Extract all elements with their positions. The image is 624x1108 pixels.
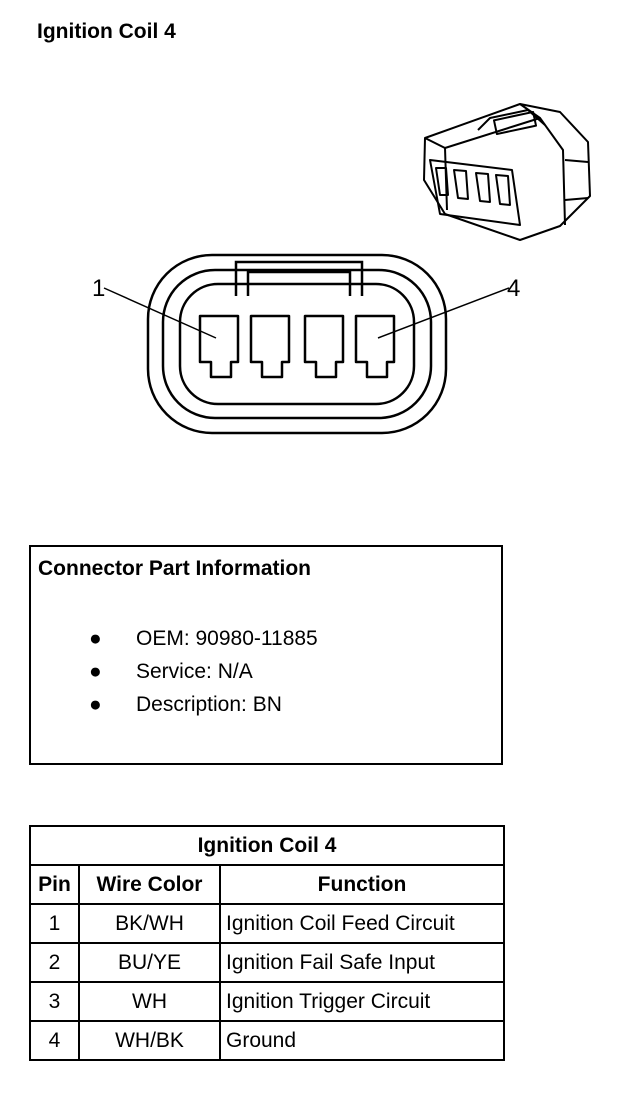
pin-function: Ignition Trigger Circuit <box>219 981 505 1022</box>
pin-function: Ignition Fail Safe Input <box>219 942 505 983</box>
pin-4-leader-line <box>377 287 510 339</box>
table-row: 4 WH/BK Ground <box>29 1020 505 1061</box>
pin-4-label: 4 <box>507 275 520 302</box>
table-title: Ignition Coil 4 <box>29 825 505 866</box>
pin-leader-lines <box>103 287 510 339</box>
pin-number: 4 <box>29 1020 80 1061</box>
wire-color: WH <box>78 981 221 1022</box>
table-row: 2 BU/YE Ignition Fail Safe Input <box>29 942 505 983</box>
terminal-cavity <box>354 314 396 379</box>
connector-diagram: 1 4 <box>92 103 591 435</box>
pin-1-label: 1 <box>92 275 105 302</box>
connector-description: Description: BN <box>136 693 282 716</box>
wire-color: WH/BK <box>78 1020 221 1061</box>
pin-function: Ignition Coil Feed Circuit <box>219 903 505 944</box>
bullet-icon: ● <box>89 693 102 716</box>
table-row: 3 WH Ignition Trigger Circuit <box>29 981 505 1022</box>
terminal-cavity <box>198 314 240 379</box>
oem-part-number: OEM: 90980-11885 <box>136 627 318 650</box>
column-header-wire-color: Wire Color <box>78 864 221 905</box>
table-header-row: Pin Wire Color Function <box>29 864 505 905</box>
terminal-cavity <box>303 314 345 379</box>
pin-function: Ground <box>219 1020 505 1061</box>
connector-3d-illustration <box>423 103 591 241</box>
column-header-pin: Pin <box>29 864 80 905</box>
wire-color: BK/WH <box>78 903 221 944</box>
pin-number: 3 <box>29 981 80 1022</box>
bullet-icon: ● <box>89 660 102 683</box>
connector-face <box>146 253 448 435</box>
pin-1-leader-line <box>103 287 217 339</box>
pin-number: 1 <box>29 903 80 944</box>
terminal-cavity <box>249 314 291 379</box>
wire-color: BU/YE <box>78 942 221 983</box>
table-title-row: Ignition Coil 4 <box>29 825 505 866</box>
bullet-icon: ● <box>89 627 102 650</box>
column-header-function: Function <box>219 864 505 905</box>
table-row: 1 BK/WH Ignition Coil Feed Circuit <box>29 903 505 944</box>
connector-info-heading: Connector Part Information <box>38 557 312 580</box>
page-title: Ignition Coil 4 <box>37 20 176 43</box>
pin-table: Ignition Coil 4 Pin Wire Color Function … <box>29 825 505 1061</box>
service-part-number: Service: N/A <box>136 660 253 683</box>
connector-info-box: Connector Part Information ● OEM: 90980-… <box>29 545 503 765</box>
terminal-cavities <box>198 314 396 379</box>
pin-number: 2 <box>29 942 80 983</box>
